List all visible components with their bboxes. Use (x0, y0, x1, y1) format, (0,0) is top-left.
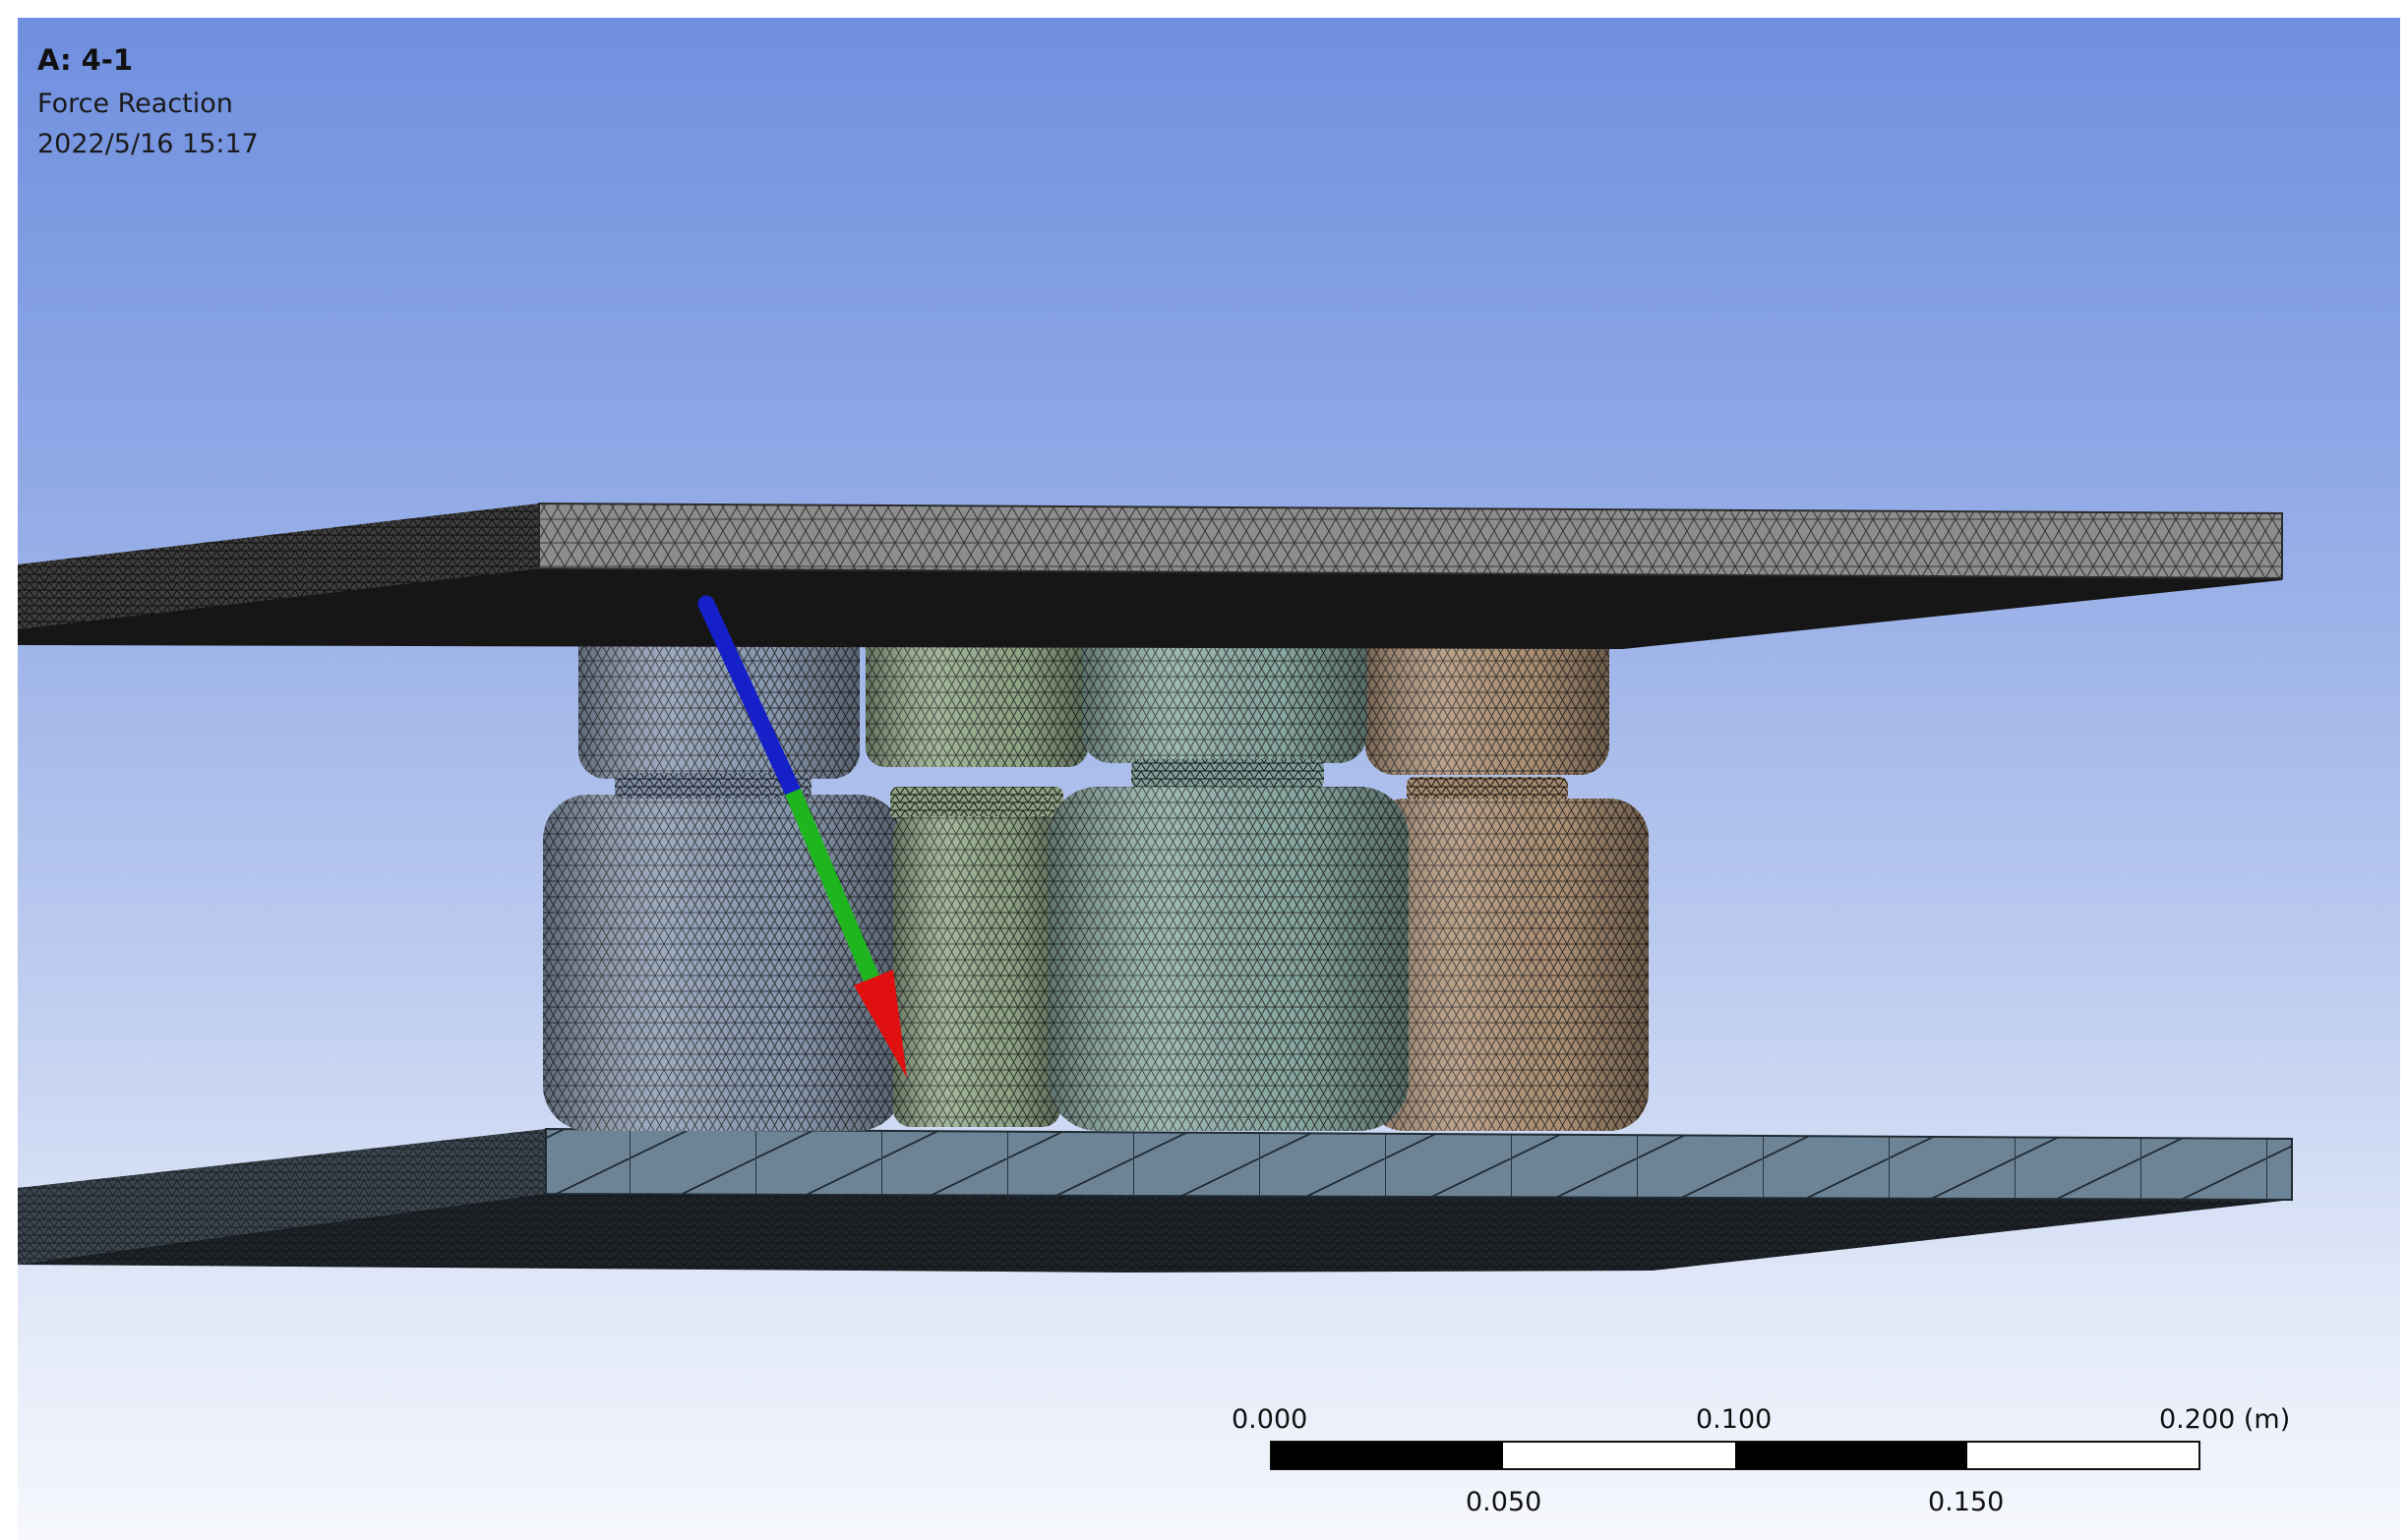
scale-label-050: 0.050 (1466, 1487, 1542, 1517)
scale-label-200: 0.200 (m) (2159, 1404, 2291, 1435)
top-plate[interactable] (18, 502, 2283, 649)
analysis-title: A: 4-1 (37, 43, 134, 77)
bearing-2[interactable] (866, 629, 1088, 1127)
scale-label-150: 0.150 (1928, 1487, 2005, 1517)
scale-label-0: 0.000 (1232, 1404, 1308, 1435)
scale-label-100: 0.100 (1696, 1404, 1773, 1435)
timestamp-label: 2022/5/16 15:17 (37, 129, 259, 159)
bottom-plate[interactable] (18, 1127, 2293, 1273)
force-reaction-arrow-icon (697, 595, 907, 1078)
result-type-label: Force Reaction (37, 89, 233, 119)
